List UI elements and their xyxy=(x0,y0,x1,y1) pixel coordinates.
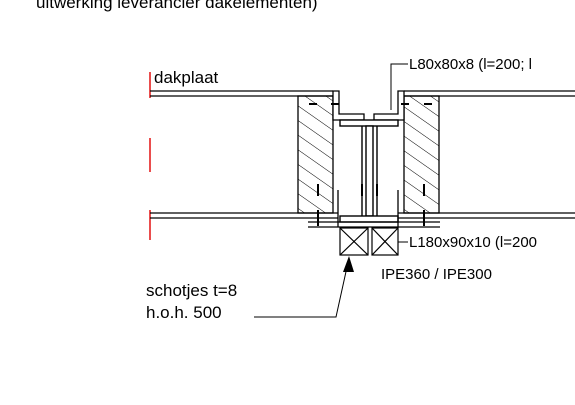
bottom-angle xyxy=(308,190,440,228)
label-beam: IPE360 / IPE300 xyxy=(381,266,492,283)
label-stiffener-line2: h.o.h. 500 xyxy=(146,303,222,322)
hatched-block-right xyxy=(403,95,440,214)
top-angle-left xyxy=(332,90,365,121)
label-angle-bottom: L180x90x10 (l=200 xyxy=(409,234,537,251)
stiffener-boxes xyxy=(339,227,399,256)
label-angle-top: L80x80x8 (l=200; l xyxy=(409,56,532,73)
ipe-beam xyxy=(339,119,399,223)
top-angle-right xyxy=(373,90,405,121)
header-text: uitwerking leverancier dakelementen) xyxy=(36,0,318,12)
label-roof-plate: dakplaat xyxy=(154,68,219,87)
bolt-marks xyxy=(309,103,432,226)
leader-lines xyxy=(254,63,408,318)
hatched-block-left xyxy=(297,95,334,214)
label-stiffener-line1: schotjes t=8 xyxy=(146,281,237,300)
arrow-head xyxy=(343,256,354,272)
